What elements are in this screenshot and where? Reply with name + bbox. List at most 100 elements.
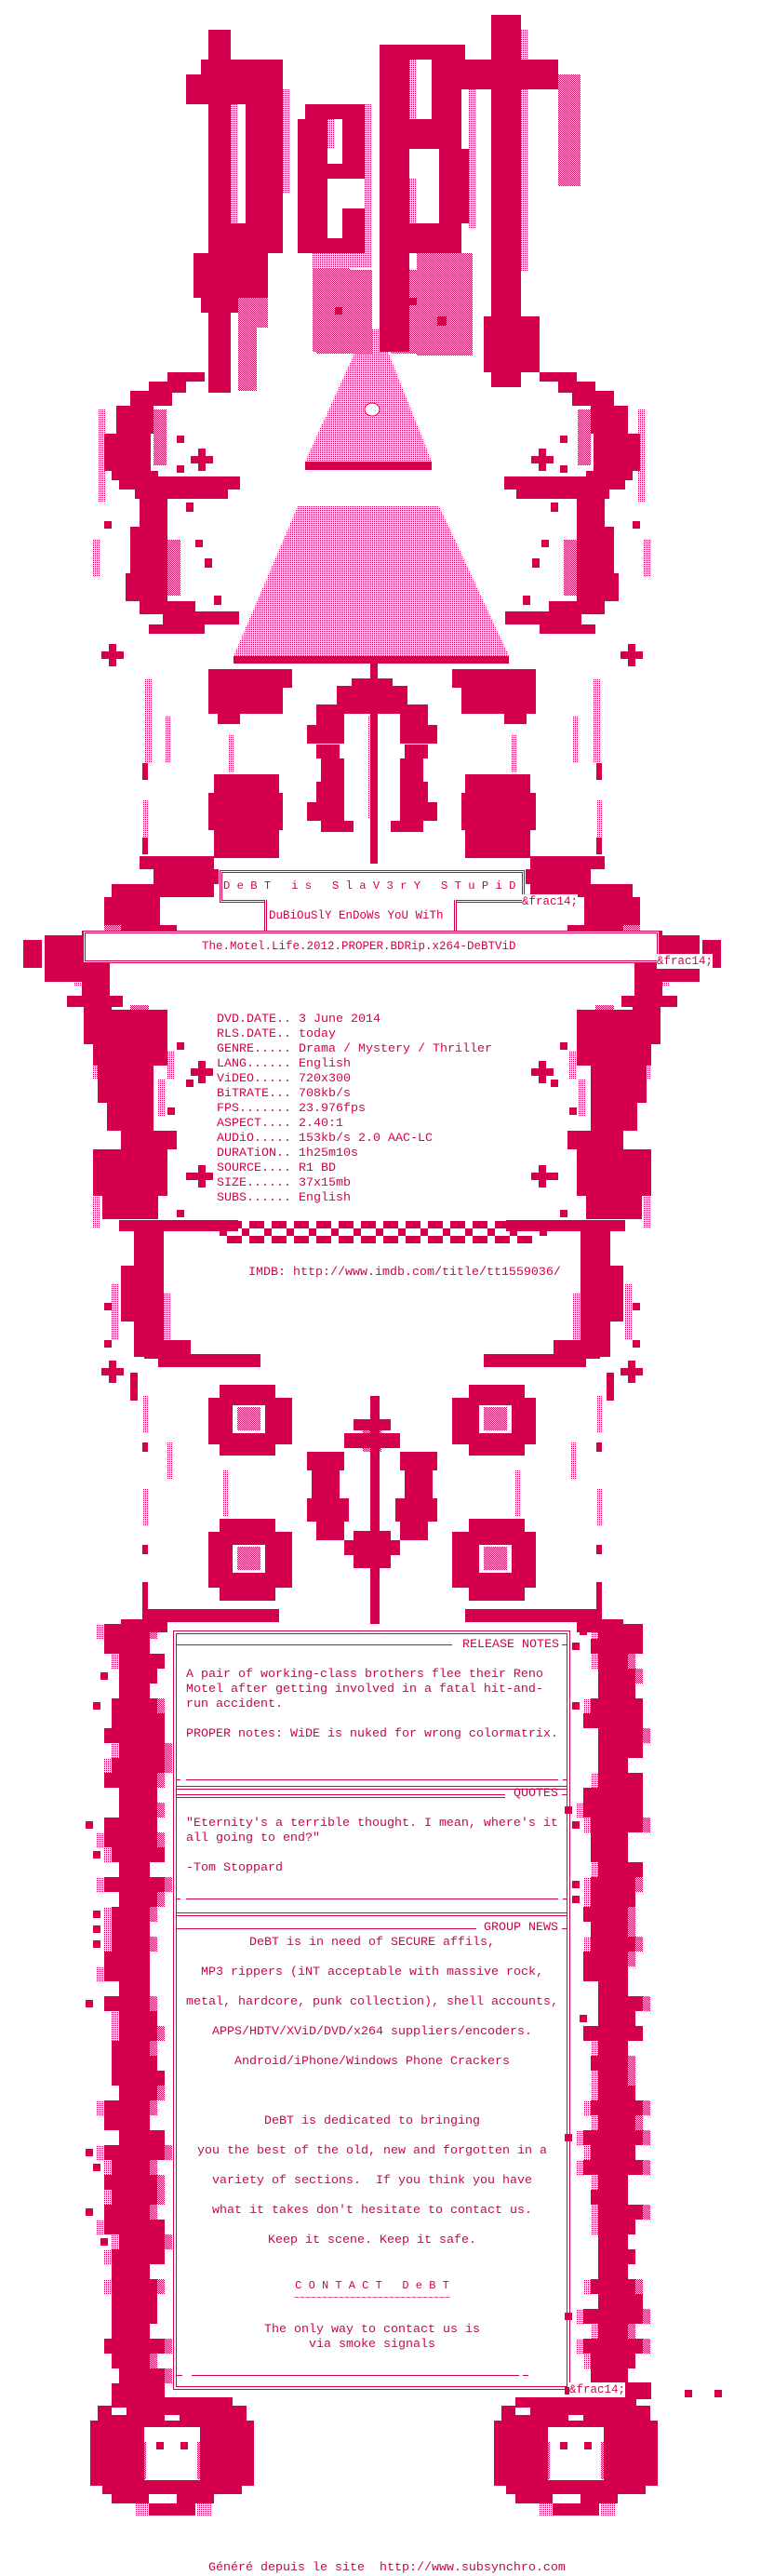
eye-ornament bbox=[144, 1609, 279, 1622]
side-column bbox=[119, 2058, 130, 2069]
wing-ornament bbox=[564, 540, 577, 596]
imdb-oval-wall bbox=[130, 1373, 138, 1401]
side-column bbox=[104, 1818, 157, 1832]
s-ornament bbox=[484, 800, 512, 824]
wing-ornament bbox=[112, 447, 119, 454]
side-column bbox=[104, 1907, 112, 1922]
wing-ornament bbox=[195, 540, 203, 547]
side-column bbox=[112, 2294, 157, 2309]
checker-bar bbox=[383, 1236, 398, 1243]
info-wall bbox=[591, 1103, 637, 1131]
contact-rule: ~~~~~~~~~~~~~~~~~~~~~~~~~~~~ bbox=[293, 2294, 451, 2304]
side-column bbox=[583, 2354, 591, 2368]
info-value: 153kb/s 2.0 AAC-LC bbox=[299, 1132, 433, 1146]
side-column bbox=[165, 1877, 172, 1892]
side-column bbox=[165, 2339, 172, 2354]
checker-bar bbox=[406, 1221, 420, 1228]
wing-ornament bbox=[532, 558, 540, 568]
side-column bbox=[104, 1922, 112, 1937]
wing-ornament bbox=[586, 471, 633, 480]
side-column bbox=[100, 1672, 108, 1680]
side-column bbox=[112, 2324, 150, 2339]
side-column bbox=[112, 2190, 157, 2205]
side-column bbox=[112, 1937, 150, 1952]
side-column bbox=[119, 2234, 165, 2249]
logo-letter-d bbox=[238, 298, 257, 391]
side-column bbox=[157, 2190, 165, 2205]
logo-letter-e bbox=[298, 164, 365, 179]
center-stem bbox=[370, 1396, 380, 1624]
side-column bbox=[97, 2220, 104, 2234]
side-column bbox=[572, 1821, 580, 1829]
info-label: BiTRATE... bbox=[217, 1087, 291, 1101]
s-ornament bbox=[321, 758, 344, 782]
eye-ornament bbox=[596, 1545, 602, 1554]
side-column bbox=[119, 2011, 157, 2026]
side-column bbox=[591, 1790, 602, 1801]
side-column bbox=[598, 1669, 635, 1684]
side-column bbox=[643, 1728, 650, 1743]
side-column bbox=[591, 2354, 635, 2368]
s-ornament bbox=[142, 763, 148, 780]
skull-ornament bbox=[539, 2442, 550, 2479]
side-column bbox=[119, 2311, 130, 2322]
side-column bbox=[112, 2354, 150, 2368]
side-column bbox=[165, 2234, 172, 2249]
eye-ornament bbox=[469, 1519, 525, 1532]
imdb-oval-wall bbox=[121, 1266, 140, 1322]
s-ornament bbox=[400, 758, 423, 782]
footer-credit[interactable]: Généré depuis le site http://www.subsync… bbox=[208, 2561, 566, 2575]
wing-ornament bbox=[149, 382, 186, 393]
info-wall bbox=[93, 1191, 100, 1228]
side-column bbox=[628, 2324, 635, 2339]
wing-ornament bbox=[104, 434, 151, 471]
logo-letter-e bbox=[327, 119, 335, 149]
side-column bbox=[104, 1996, 150, 2011]
side-column bbox=[643, 2100, 650, 2115]
info-wall bbox=[577, 1010, 642, 1028]
skull-ornament bbox=[560, 2442, 567, 2449]
side-column bbox=[565, 2387, 572, 2395]
s-ornament bbox=[465, 830, 530, 858]
eye-ornament bbox=[400, 1452, 437, 1470]
skull-ornament bbox=[135, 2503, 149, 2516]
side-column bbox=[591, 2205, 598, 2220]
eye-ornament bbox=[596, 1582, 602, 1629]
bottom-tick bbox=[177, 2375, 182, 2376]
side-column bbox=[591, 1624, 598, 1639]
imdb-oval-wall bbox=[573, 1294, 580, 1340]
lower-pyramid bbox=[234, 506, 509, 656]
wing-ornament bbox=[205, 558, 212, 568]
info-wall bbox=[167, 1107, 175, 1115]
side-column bbox=[112, 1654, 119, 1669]
side-column bbox=[119, 1788, 157, 1803]
eye-ornament bbox=[142, 1396, 148, 1433]
cross-ornament bbox=[539, 1061, 546, 1083]
eye-ornament bbox=[307, 1452, 344, 1470]
side-column bbox=[112, 2041, 150, 2056]
logo-letter-e bbox=[298, 119, 327, 253]
side-column bbox=[628, 2056, 635, 2071]
skull-ornament bbox=[102, 2480, 242, 2494]
info-label: DURATiON.. bbox=[217, 1147, 291, 1161]
logo-letter-d bbox=[231, 89, 246, 104]
cross-ornament bbox=[109, 1361, 116, 1383]
checker-bar bbox=[473, 1236, 487, 1243]
skull-ornament bbox=[584, 2442, 592, 2449]
side-column bbox=[93, 1940, 100, 1948]
banner-ornament bbox=[609, 893, 623, 912]
imdb-link[interactable]: IMDB: http://www.imdb.com/title/tt155903… bbox=[248, 1266, 561, 1280]
side-column bbox=[591, 1937, 635, 1952]
skull-ornament bbox=[501, 2406, 650, 2421]
checker-bar bbox=[287, 1228, 294, 1236]
side-column bbox=[572, 1881, 580, 1888]
center-stem bbox=[363, 686, 381, 704]
side-column bbox=[112, 1713, 165, 1728]
s-ornament bbox=[316, 782, 344, 802]
wing-ornament bbox=[572, 391, 614, 406]
side-column bbox=[591, 2175, 598, 2190]
side-column bbox=[606, 2117, 617, 2128]
info-label: SIZE...... bbox=[217, 1176, 291, 1190]
info-wall bbox=[591, 1066, 647, 1103]
cross-ornament bbox=[628, 644, 635, 666]
